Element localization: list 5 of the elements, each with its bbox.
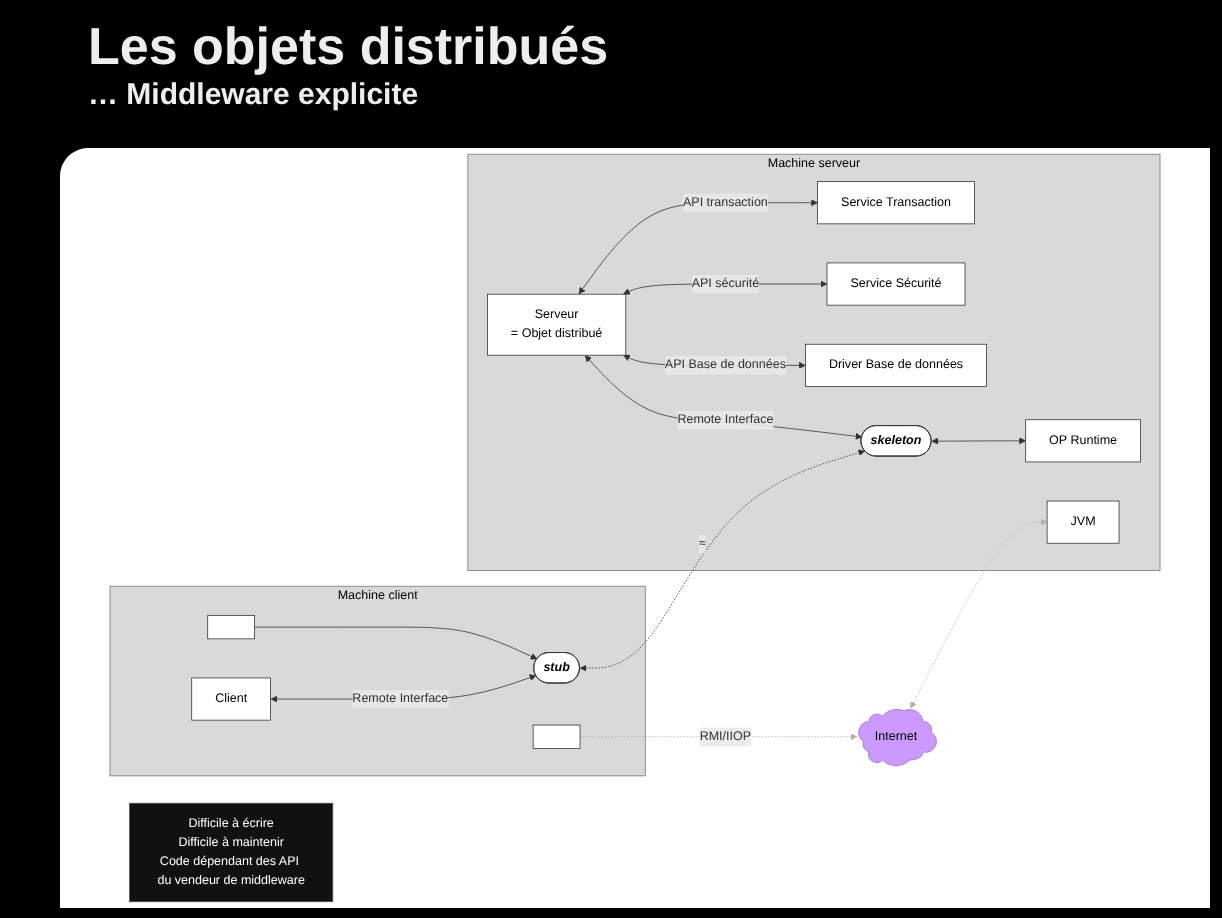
arrow xyxy=(579,449,866,672)
slide-title: Les objets distribués xyxy=(88,16,611,78)
slide-subtitle: … Middleware explicite xyxy=(88,78,421,112)
node-box xyxy=(207,615,255,640)
node-box xyxy=(532,724,581,749)
